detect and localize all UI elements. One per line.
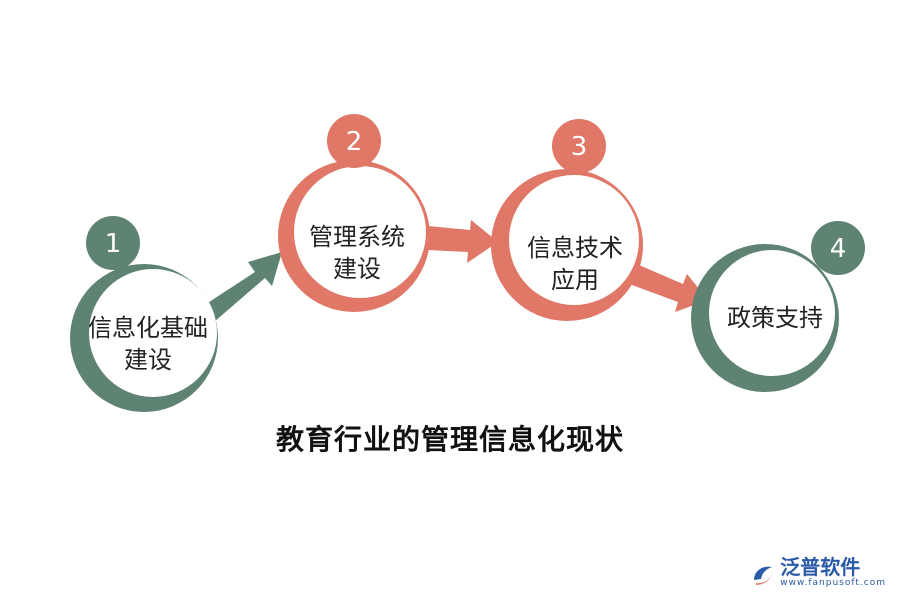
step-2-badge	[327, 114, 381, 168]
step-1-number: 1	[105, 229, 122, 259]
step-4-number: 4	[830, 234, 847, 264]
step-3-badge	[552, 119, 606, 173]
step-4-node: 4	[691, 221, 865, 392]
page-title: 教育行业的管理信息化现状	[275, 423, 624, 456]
step-3-node: 3	[491, 119, 643, 321]
step-1-label: 信息化基础 建设	[88, 314, 208, 374]
step-2-node: 2	[278, 114, 430, 312]
step-2-number: 2	[346, 127, 363, 157]
step-3-number: 3	[571, 132, 588, 162]
brand-logo-icon	[754, 566, 773, 585]
step-1-node: 1	[70, 216, 218, 412]
brand-watermark: 泛普软件 www.fanpusoft.com	[750, 556, 886, 588]
arrow-2-to-3	[428, 220, 498, 263]
arrow-3-to-4	[632, 262, 708, 312]
step-4-label: 政策支持	[727, 304, 823, 332]
brand-name: 泛普软件	[780, 555, 861, 579]
step-3-label: 信息技术 应用	[527, 234, 623, 294]
step-1-badge	[86, 216, 140, 270]
brand-url: www.fanpusoft.com	[780, 578, 886, 588]
arrow-1-to-2	[200, 252, 282, 322]
step-2-label: 管理系统 建设	[309, 223, 405, 283]
step-4-badge	[811, 221, 865, 275]
